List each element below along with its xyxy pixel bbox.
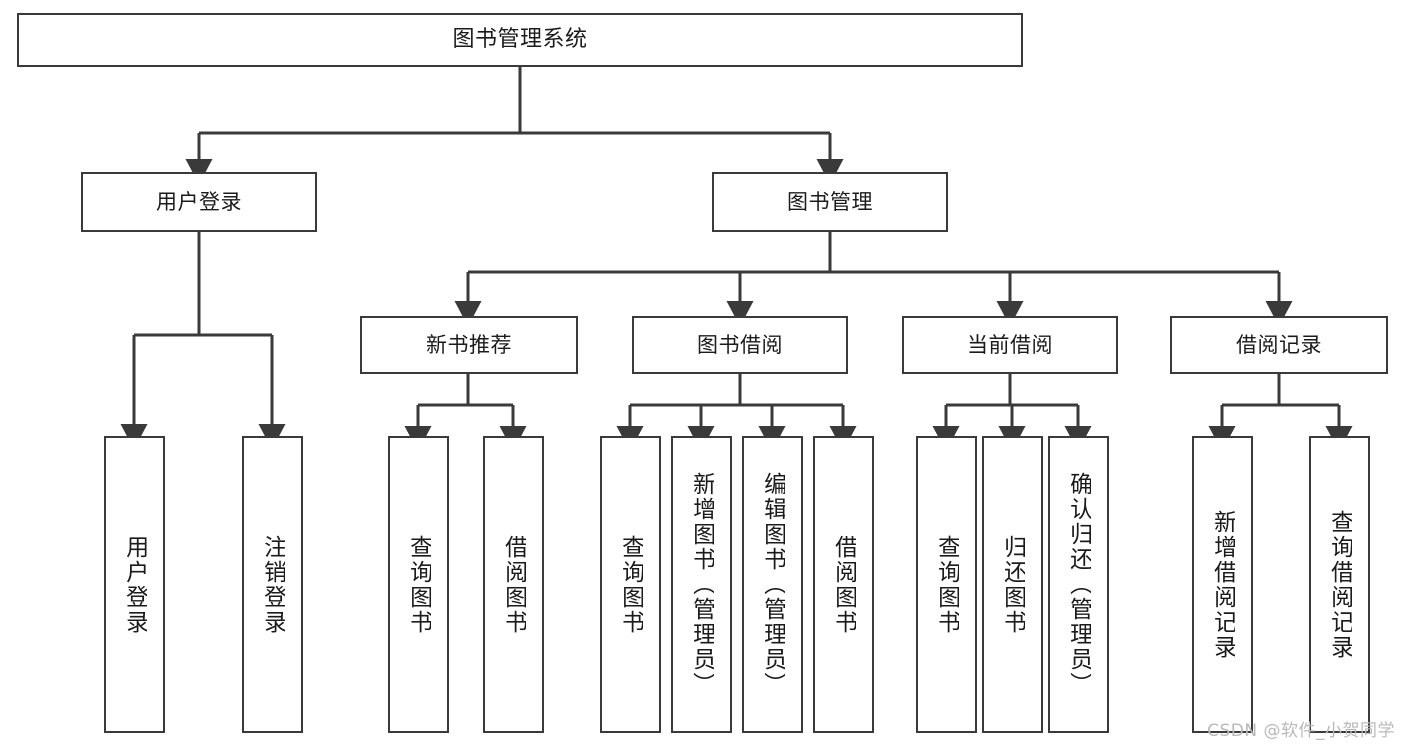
- node-leaf-add-record[interactable]: 新增借阅记录: [1192, 436, 1253, 733]
- node-leaf-confirm-return-label: 确认归还（管理员）: [1066, 472, 1091, 697]
- node-leaf-query-book-1[interactable]: 查询图书: [388, 436, 449, 733]
- node-book-borrow-label: 图书借阅: [697, 332, 783, 357]
- node-leaf-add-book-label: 新增图书（管理员）: [689, 472, 714, 697]
- node-user-login[interactable]: 用户登录: [81, 172, 317, 232]
- node-root-label: 图书管理系统: [452, 27, 588, 53]
- node-leaf-borrow-book-2[interactable]: 借阅图书: [813, 436, 874, 733]
- node-leaf-borrow-book-1-label: 借阅图书: [501, 534, 526, 635]
- node-leaf-add-record-label: 新增借阅记录: [1210, 509, 1235, 660]
- node-borrow-record[interactable]: 借阅记录: [1170, 316, 1388, 374]
- node-leaf-query-book-3[interactable]: 查询图书: [916, 436, 977, 733]
- node-book-manage[interactable]: 图书管理: [712, 172, 948, 232]
- node-current-borrow-label: 当前借阅: [967, 332, 1053, 357]
- node-leaf-user-login[interactable]: 用户登录: [104, 436, 165, 733]
- node-current-borrow[interactable]: 当前借阅: [902, 316, 1118, 374]
- node-leaf-edit-book-label: 编辑图书（管理员）: [760, 472, 785, 697]
- node-borrow-record-label: 借阅记录: [1236, 332, 1322, 357]
- node-leaf-edit-book[interactable]: 编辑图书（管理员）: [742, 436, 803, 733]
- node-leaf-query-book-1-label: 查询图书: [406, 534, 431, 635]
- node-leaf-confirm-return[interactable]: 确认归还（管理员）: [1048, 436, 1109, 733]
- node-new-book-rec-label: 新书推荐: [426, 332, 512, 357]
- node-leaf-user-login-label: 用户登录: [122, 534, 147, 635]
- node-leaf-logout[interactable]: 注销登录: [242, 436, 303, 733]
- node-leaf-logout-label: 注销登录: [260, 534, 285, 635]
- node-leaf-borrow-book-2-label: 借阅图书: [831, 534, 856, 635]
- node-new-book-rec[interactable]: 新书推荐: [360, 316, 578, 374]
- node-leaf-return-book[interactable]: 归还图书: [982, 436, 1043, 733]
- node-leaf-query-book-3-label: 查询图书: [934, 534, 959, 635]
- node-leaf-query-book-2[interactable]: 查询图书: [600, 436, 661, 733]
- node-leaf-query-record[interactable]: 查询借阅记录: [1309, 436, 1370, 733]
- node-root[interactable]: 图书管理系统: [17, 13, 1023, 67]
- node-leaf-query-book-2-label: 查询图书: [618, 534, 643, 635]
- node-leaf-return-book-label: 归还图书: [1000, 534, 1025, 635]
- node-book-manage-label: 图书管理: [787, 189, 873, 214]
- node-leaf-borrow-book-1[interactable]: 借阅图书: [483, 436, 544, 733]
- node-leaf-add-book[interactable]: 新增图书（管理员）: [671, 436, 732, 733]
- node-leaf-query-record-label: 查询借阅记录: [1327, 509, 1352, 660]
- node-user-login-label: 用户登录: [156, 189, 242, 214]
- watermark: CSDN @软件_小贺同学: [1207, 721, 1395, 741]
- node-book-borrow[interactable]: 图书借阅: [632, 316, 848, 374]
